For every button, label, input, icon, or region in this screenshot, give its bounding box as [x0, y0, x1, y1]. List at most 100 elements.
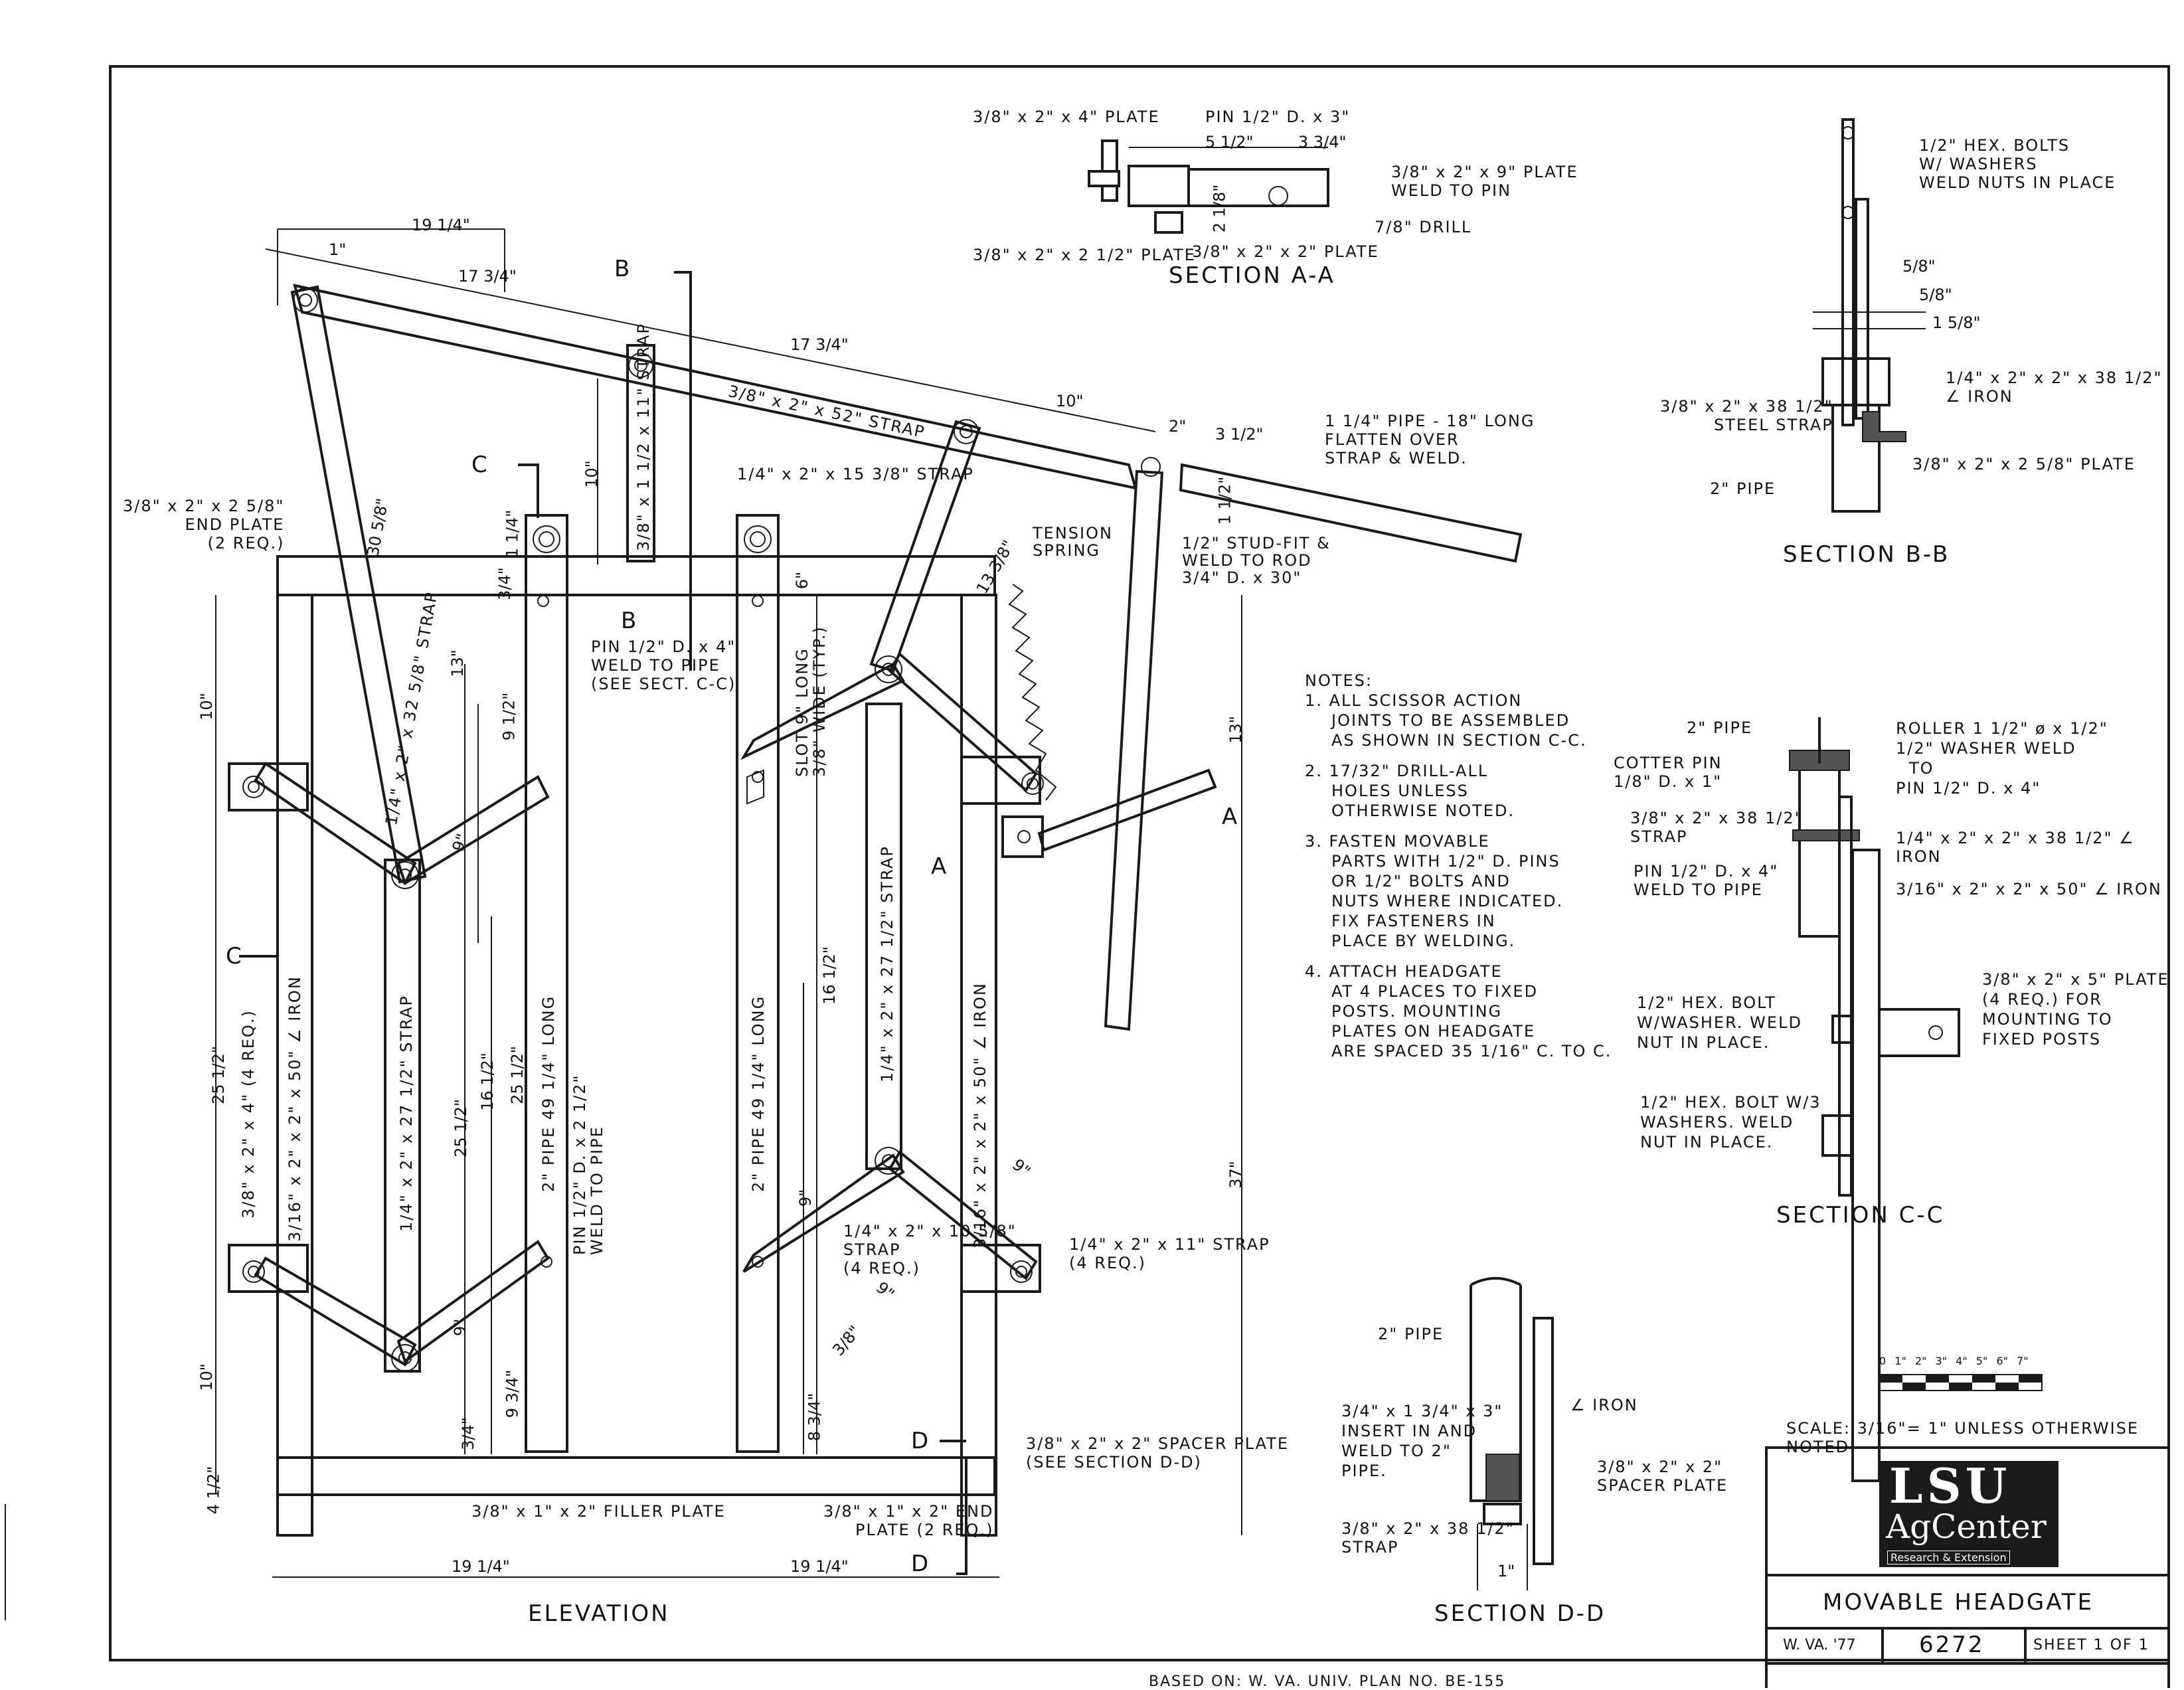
label-pin-25: PIN 1/2" D. x 2 1/2" WELD TO PIPE: [570, 1074, 606, 1255]
aa-l5: 3/8" x 2" x 9" PLATE WELD TO PIN: [1391, 163, 1578, 200]
aa-l8: 7/8" DRILL: [1375, 218, 1472, 236]
cc-l14: 3/8" x 2" x 5" PLATE (4 REQ.) FOR MOUNTI…: [1982, 970, 2169, 1049]
dim-1-25: 1 1/4": [503, 509, 522, 558]
label-slot: SLOT 9" LONG 3/8" WIDE (TYP.): [793, 626, 829, 777]
label-pipe-18: 1 1/4" PIPE - 18" LONG FLATTEN OVER STRA…: [1325, 412, 1535, 467]
bb-l11: 3/8" x 2" x 2 5/8" PLATE: [1912, 455, 2136, 473]
dd-l2: ∠ IRON: [1570, 1396, 1638, 1414]
label-tension-spring: TENSION SPRING: [1033, 524, 1113, 560]
dim-6: 6": [793, 571, 812, 590]
dim-4-5: 4 1/2": [204, 1466, 223, 1515]
title-block: [1765, 1446, 2170, 1688]
notes-block: NOTES: 1. ALL SCISSOR ACTION JOINTS TO B…: [1305, 671, 1612, 1060]
cc-l8: 3/8" x 2" x 38 1/2" STRAP: [1630, 809, 1804, 846]
section-aa-drawing: [1088, 139, 1329, 234]
dim-10-left: 10": [197, 693, 216, 720]
aa-l2: PIN 1/2" D. x 3": [1205, 108, 1351, 126]
dim-17a: 17 3/4": [458, 267, 517, 286]
aa-l1: 3/8" x 2" x 4" PLATE: [973, 108, 1160, 126]
cc-l1: 2" PIPE: [1687, 718, 1753, 737]
dim-9b: 9": [451, 1318, 470, 1337]
marker-c-top: C: [471, 452, 489, 478]
marker-b-bottom: B: [621, 608, 639, 634]
dd-l9: 3/8" x 2" x 38 1/2" STRAP: [1341, 1519, 1515, 1557]
title-sheet: SHEET 1 OF 1: [2033, 1637, 2149, 1653]
bb-l1: 1/2" HEX. BOLTS W/ WASHERS WELD NUTS IN …: [1919, 136, 2116, 192]
dim-2: 2": [1169, 417, 1187, 436]
logo-tag: Research & Extension: [1887, 1551, 2010, 1564]
section-cc-drawing: [1789, 717, 1960, 1482]
label-iron-right: 3/16" x 2" x 2" x 50" ∠ IRON: [971, 982, 989, 1248]
cc-l13: 3/16" x 2" x 2" x 50" ∠ IRON: [1896, 880, 2162, 898]
bb-l12: 2" PIPE: [1710, 479, 1776, 498]
dim-19-top: 19 1/4": [412, 216, 470, 234]
label-filler: 3/8" x 1" x 2" FILLER PLATE: [471, 1502, 726, 1521]
lsu-logo-block: [1879, 1461, 2058, 1567]
dim-25-5c: 25 1/2": [507, 1046, 527, 1104]
section-bb-title: SECTION B-B: [1783, 541, 1950, 568]
aa-l4: 3 3/4": [1298, 133, 1347, 151]
dim-8-75: 8 3/4": [805, 1393, 824, 1442]
label-iron-left: 3/16" x 2" x 2" x 50" ∠ IRON: [286, 975, 304, 1242]
aa-l7: 2 1/8": [1210, 184, 1229, 233]
label-strap-27-right: 1/4" x 2" x 27 1/2" STRAP: [878, 845, 896, 1082]
dim-13: 13": [448, 649, 467, 677]
aa-l9: 3/8" x 2" x 2 1/2" PLATE: [973, 246, 1196, 264]
dim-9-5: 9 1/2": [499, 692, 519, 741]
label-spacer: 3/8" x 2" x 2" SPACER PLATE (SEE SECTION…: [1026, 1434, 1289, 1472]
dim-16-5b: 16 1/2": [819, 946, 839, 1005]
dd-l7: 3/8" x 2" x 2" SPACER PLATE: [1597, 1458, 1728, 1495]
elevation-title: ELEVATION: [528, 1600, 670, 1627]
dd-l3: 3/4" x 1 3/4" x 3" INSERT IN AND WELD TO…: [1341, 1402, 1503, 1480]
sheet-border: [109, 65, 2170, 1661]
dim-19-br: 19 1/4": [790, 1557, 849, 1576]
section-aa-title: SECTION A-A: [1169, 262, 1335, 289]
label-strap-11: 3/8" x 1 1/2 x 11" STRAP: [634, 323, 653, 551]
dim-9-75: 9 3/4": [503, 1369, 522, 1418]
dim-19-bl: 19 1/4": [452, 1557, 510, 1576]
dim-25-5b: 25 1/2": [451, 1099, 470, 1157]
title-number: 6272: [1919, 1632, 1985, 1658]
dim-1: 1": [329, 240, 347, 259]
scale-ticks: 0 1" 2" 3" 4" 5" 6" 7": [1879, 1355, 2029, 1367]
marker-d-top: D: [911, 1428, 931, 1454]
dd-l1: 2" PIPE: [1378, 1325, 1444, 1343]
logo-lsu: LSU: [1889, 1458, 2011, 1514]
label-strap-27-left: 1/4" x 2" x 27 1/2" STRAP: [397, 995, 416, 1232]
marker-a-right: A: [1222, 803, 1240, 830]
label-strap-11b: 1/4" x 2" x 11" STRAP (4 REQ.): [1069, 1235, 1270, 1272]
marker-c-left: C: [226, 943, 244, 970]
logo-agcenter: AgCenter: [1886, 1507, 2047, 1546]
cc-l6: COTTER PIN 1/8" D. x 1": [1614, 754, 1722, 791]
section-dd-drawing: [1470, 1277, 1554, 1590]
scale-bar: [1879, 1374, 2043, 1391]
cc-l11: PIN 1/2" D. x 4" WELD TO PIPE: [1634, 862, 1779, 899]
label-pipe-left: 2" PIPE 49 1/4" LONG: [539, 995, 558, 1192]
label-strap-15: 1/4" x 2" x 15 3/8" STRAP: [737, 465, 974, 483]
cc-l2: ROLLER 1 1/2" ø x 1/2" 1/2" WASHER WELD …: [1896, 719, 2108, 798]
label-strap-10: 1/4" x 2" x 10 5/8" STRAP (4 REQ.): [843, 1222, 1017, 1278]
label-plate-4: 3/8" x 2" x 4" (4 REQ.): [239, 1009, 258, 1219]
title-text: MOVABLE HEADGATE: [1823, 1589, 2094, 1616]
dim-10-bottom: 10": [197, 1363, 216, 1391]
label-end-plate: 3/8" x 2" x 2 5/8" END PLATE (2 REQ.): [123, 497, 285, 552]
scale-text: SCALE: 3/16"= 1" UNLESS OTHERWISE NOTED: [1786, 1419, 2140, 1456]
bb-l6: 1 5/8": [1932, 313, 1981, 332]
label-endplate: 3/8" x 1" x 2" END PLATE (2 REQ.): [823, 1502, 994, 1539]
bb-l5: 5/8": [1919, 286, 1952, 304]
dim-13-right: 13": [1226, 716, 1245, 744]
footer-note: BASED ON: W. VA. UNIV. PLAN NO. BE-155: [1149, 1673, 1506, 1690]
dim-16-5a: 16 1/2": [477, 1053, 497, 1111]
aa-l10: 3/8" x 2" x 2" PLATE: [1192, 242, 1379, 261]
bb-l7: 3/8" x 2" x 38 1/2" STEEL STRAP: [1660, 397, 1833, 434]
dim-9c: 9": [796, 1189, 815, 1207]
dd-l11: 1": [1497, 1562, 1515, 1580]
aa-l3: 5 1/2": [1205, 133, 1254, 151]
cc-l21: 1/2" HEX. BOLT W/3 WASHERS. WELD NUT IN …: [1640, 1093, 1821, 1151]
dim-17b: 17 3/4": [790, 335, 849, 354]
dim-10v: 10": [582, 460, 601, 488]
cc-l10: 1/4" x 2" x 2" x 38 1/2" ∠ IRON: [1896, 829, 2135, 866]
dim-25-5a: 25 1/2": [209, 1046, 228, 1104]
dim-3-4b: 3/4": [458, 1417, 477, 1450]
section-cc-title: SECTION C-C: [1776, 1202, 1945, 1228]
